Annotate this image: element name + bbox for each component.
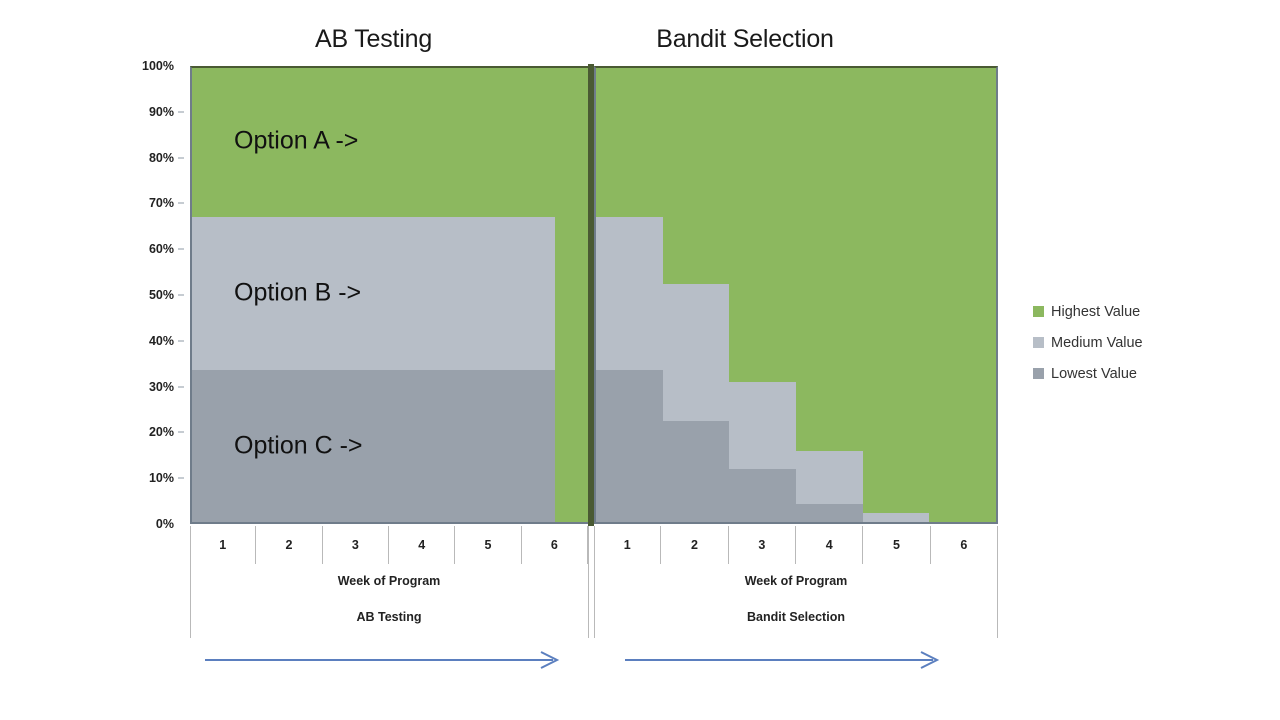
series-band-lowest-value	[324, 369, 390, 522]
y-axis-tick-mark	[178, 202, 184, 204]
axis-subtitle-bandit-selection: Bandit Selection	[747, 610, 845, 624]
series-band-medium-value	[862, 512, 930, 522]
annotation-option-b: Option B ->	[234, 278, 362, 307]
axis-title-bandit-selection: Week of Program	[744, 574, 848, 588]
series-band-lowest-value	[596, 369, 663, 522]
progress-arrow-bandit-selection	[625, 648, 945, 678]
series-band-lowest-value	[729, 469, 796, 522]
x-axis-tick-label: 4	[389, 526, 456, 564]
series-band-medium-value	[258, 216, 324, 370]
series-band-lowest-value	[258, 369, 324, 522]
y-axis: 0% 10% 20% 30% 40% 50% 60% 70% 80% 90% 100%	[124, 58, 184, 532]
axis-rule-left-ab	[190, 526, 191, 638]
x-axis-tick-label: 6	[522, 526, 588, 564]
series-band-lowest-value	[456, 369, 555, 522]
y-axis-tick-label: 30%	[148, 379, 174, 394]
axis-rule-left-bandit	[594, 526, 595, 638]
annotation-option-a: Option A ->	[234, 126, 359, 154]
y-axis-tick-mark	[178, 157, 184, 159]
panel-title-ab-testing: AB Testing	[315, 25, 433, 53]
y-axis-tick-label: 100%	[142, 59, 174, 73]
panel-divider	[588, 64, 594, 526]
legend-swatch-icon	[1033, 306, 1044, 317]
x-axis-tick-label: 2	[256, 526, 323, 564]
series-band-lowest-value	[192, 369, 258, 522]
series-band-lowest-value	[390, 369, 456, 522]
y-axis-tick-mark	[178, 111, 184, 113]
series-band-medium-value	[729, 382, 796, 470]
y-axis-tick-label: 60%	[148, 242, 174, 257]
legend-item[interactable]: Medium Value	[1033, 327, 1233, 358]
y-axis-tick-label: 50%	[148, 288, 174, 302]
series-band-medium-value	[662, 283, 730, 422]
y-axis-tick-label: 80%	[148, 150, 174, 165]
arrow-right-icon	[205, 651, 560, 669]
series-band-medium-value	[596, 216, 663, 370]
y-axis-tick-label: 40%	[148, 333, 174, 348]
y-axis-tick-mark	[178, 386, 184, 388]
axis-title-ab-testing: Week of Program	[337, 574, 441, 588]
legend-swatch-icon	[1033, 337, 1044, 348]
y-axis-tick-label: 0%	[155, 517, 174, 531]
series-band-medium-value	[796, 451, 863, 504]
x-axis-tick-label: 3	[729, 526, 796, 564]
y-axis-tick-mark	[178, 248, 184, 250]
legend-item-label: Lowest Value	[1051, 365, 1137, 382]
x-axis-tick-label: 5	[455, 526, 522, 564]
legend-item-label: Medium Value	[1051, 334, 1143, 351]
axis-rule-right-bandit	[997, 526, 998, 638]
arrow-right-icon	[625, 651, 940, 669]
y-axis-tick-mark	[178, 340, 184, 342]
x-axis-tick-label: 3	[323, 526, 389, 564]
y-axis-tick-label: 10%	[148, 471, 174, 486]
x-axis-tick-label: 5	[863, 526, 931, 564]
axis-rule-right-ab	[588, 526, 589, 638]
series-band-lowest-value	[662, 421, 730, 522]
legend-swatch-icon	[1033, 368, 1044, 379]
y-axis-tick-mark	[178, 477, 184, 479]
legend-item[interactable]: Lowest Value	[1033, 358, 1233, 389]
x-axis-tick-label: 6	[931, 526, 998, 564]
x-axis-tick-label: 2	[661, 526, 729, 564]
progress-arrow-ab-testing	[205, 648, 565, 678]
y-axis-tick-mark	[178, 431, 184, 433]
panel-title-bandit-selection: Bandit Selection	[656, 25, 834, 53]
series-band-medium-value	[324, 216, 390, 370]
annotation-option-c: Option C ->	[234, 431, 363, 460]
legend-item-label: Highest Value	[1051, 303, 1141, 320]
y-axis-tick-label: 90%	[148, 104, 174, 119]
series-band-medium-value	[192, 216, 258, 370]
x-axis-tick-label: 1	[190, 526, 257, 564]
x-axis-edge	[587, 526, 588, 564]
y-axis-tick-label: 70%	[148, 196, 174, 211]
x-axis-tick-label: 1	[594, 526, 662, 564]
series-band-medium-value	[390, 216, 456, 370]
legend-item[interactable]: Highest Value	[1033, 296, 1233, 327]
plot-area-ab-testing: Option A -> Option B -> Option C ->	[190, 66, 588, 524]
axis-subtitle-ab-testing: AB Testing	[356, 610, 422, 624]
series-band-medium-value	[456, 216, 555, 370]
plot-area-bandit-selection	[594, 66, 998, 524]
y-axis-tick-mark	[178, 294, 184, 296]
y-axis-tick-label: 20%	[148, 425, 174, 440]
series-band-lowest-value	[796, 503, 863, 522]
x-axis-tick-label: 4	[796, 526, 864, 564]
